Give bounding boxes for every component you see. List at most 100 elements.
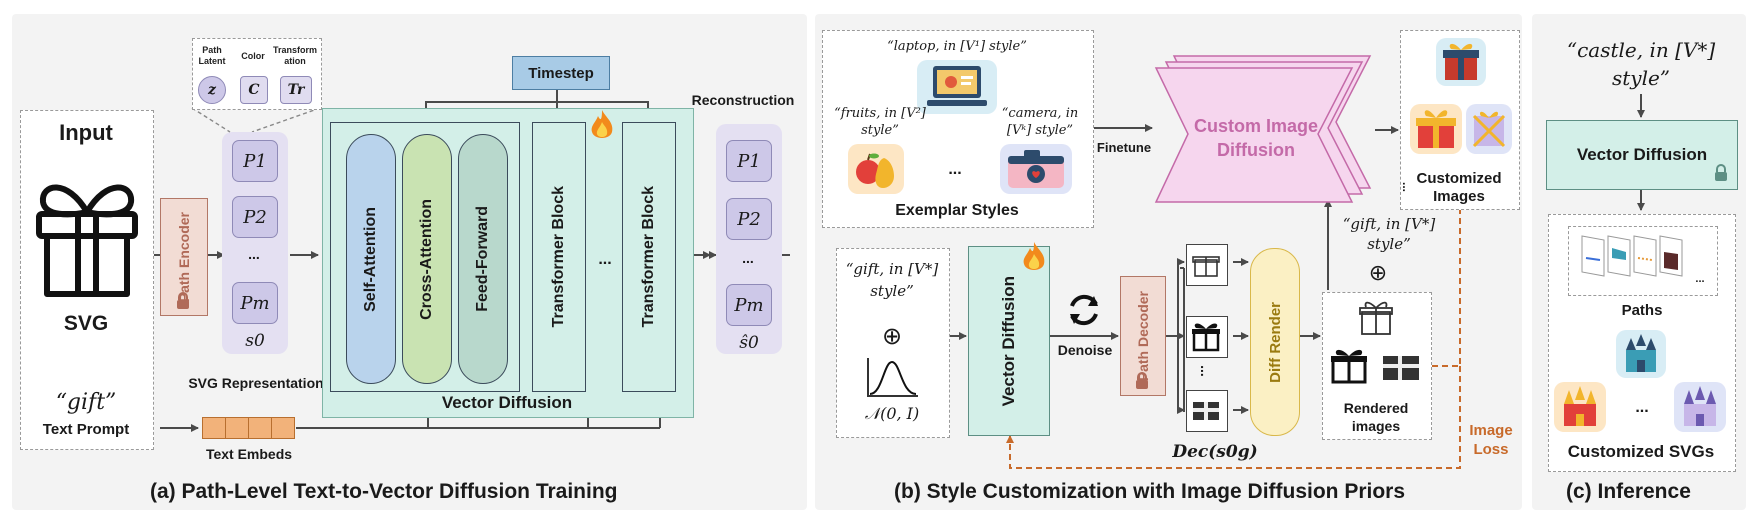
castle-icon xyxy=(1684,386,1716,426)
paths-ellipsis: ... xyxy=(1695,273,1705,285)
vector-diffusion-b: Vector Diffusion xyxy=(968,246,1050,436)
attr-c-symbol: C xyxy=(240,76,268,104)
path-decoder: Path Decoder xyxy=(1120,276,1166,396)
denoise-label: Denoise xyxy=(1057,342,1113,358)
fruits-icon xyxy=(856,153,894,188)
rendered-label: Rendered images xyxy=(1343,400,1409,434)
token-pm: Pm xyxy=(232,282,278,324)
cross-attention-label: Cross-Attention xyxy=(418,198,435,320)
decoded-gift-1 xyxy=(1186,244,1228,286)
fire-icon xyxy=(591,110,613,138)
transformer-block-2-label: Transformer Block xyxy=(640,186,657,328)
castle-icon xyxy=(1626,334,1656,372)
castles-ellipsis: ... xyxy=(1635,399,1649,416)
transformer-ellipsis: ... xyxy=(598,251,612,268)
gift-icon xyxy=(1416,110,1456,148)
paths-icon xyxy=(1581,235,1683,277)
dec-label: Dec(s0g) xyxy=(1172,442,1258,462)
refresh-icon xyxy=(1070,294,1098,326)
token-ellipsis: ... xyxy=(248,246,260,262)
path-decoder-label: Path Decoder xyxy=(1135,290,1151,382)
attr-path-latent-label: Path Latent xyxy=(198,45,226,66)
self-attention-block: Self-Attention xyxy=(346,134,396,384)
gift-icon xyxy=(36,184,138,297)
transformer-block-1-label: Transformer Block xyxy=(550,186,567,328)
recon-ellipsis: ... xyxy=(742,250,754,266)
text-embeds-label: Text Embeds xyxy=(205,446,293,462)
text-embed-2 xyxy=(225,417,249,439)
decoded-ellipsis: ... xyxy=(1198,365,1214,377)
s0-hat-label: ŝ0 xyxy=(739,333,759,353)
customized-images-label: Customized Images xyxy=(1416,170,1502,205)
vector-diffusion-c: Vector Diffusion xyxy=(1546,120,1738,190)
svg-representation-label: SVG Representation xyxy=(188,375,324,391)
exemplar-label: Exemplar Styles xyxy=(895,202,1019,219)
text-embed-3 xyxy=(248,417,272,439)
gaussian-icon xyxy=(867,358,918,397)
gift-icon xyxy=(1383,356,1419,380)
gift-icon xyxy=(1193,402,1219,420)
castle-prompt: “castle, in [V*] style” xyxy=(1566,38,1716,90)
lock-icon xyxy=(1715,164,1727,181)
diff-render: Diff Render xyxy=(1250,248,1300,436)
attr-tr-symbol: Tr xyxy=(280,76,312,104)
exemplar-ellipsis: ... xyxy=(948,161,962,178)
text-prompt-label: Text Prompt xyxy=(42,420,130,438)
exemplar-quote-laptop: “laptop, in [V¹] style” xyxy=(887,38,1027,54)
gift-icon xyxy=(1192,323,1220,352)
gift-icon xyxy=(1192,256,1220,277)
panel-b-caption: (b) Style Customization with Image Diffu… xyxy=(894,480,1406,503)
s0-label: s0 xyxy=(245,331,265,351)
reconstruction-label: Reconstruction xyxy=(691,92,795,108)
input-box xyxy=(20,110,154,450)
cross-attention-block: Cross-Attention xyxy=(402,134,452,384)
gift-icon xyxy=(1359,301,1393,335)
custom-diffusion-shape xyxy=(1154,55,1372,203)
input-label: Input xyxy=(59,120,113,145)
token-p2: P2 xyxy=(232,196,278,238)
custom-diffusion-label: Custom Image Diffusion xyxy=(1193,116,1319,160)
attr-z-symbol: z xyxy=(198,76,226,104)
vector-diffusion-c-label: Vector Diffusion xyxy=(1576,145,1708,164)
feed-forward-label: Feed-Forward xyxy=(474,206,491,312)
timestep-box: Timestep xyxy=(512,56,610,90)
recon-token-p1: P1 xyxy=(726,140,772,182)
path-encoder-label: Path Encoder xyxy=(176,211,192,303)
gift-prompt: “gift, in [V*] style” xyxy=(845,260,939,300)
feed-forward-block: Feed-Forward xyxy=(458,134,508,384)
attr-color-label: Color xyxy=(241,51,265,61)
gift-icon xyxy=(1472,111,1506,148)
recon-token-p2: P2 xyxy=(726,198,772,240)
customized-svgs-label: Customized SVGs xyxy=(1567,442,1715,461)
attr-transformation-label: Transformation xyxy=(272,45,317,66)
exemplar-quote-fruits: “fruits, in [V²] style” xyxy=(834,106,926,138)
vector-diffusion-label: Vector Diffusion xyxy=(441,393,573,412)
customized-ellipsis: ... xyxy=(1400,181,1414,192)
normal-label: 𝒩(0, I) xyxy=(864,404,920,423)
laptop-icon xyxy=(927,66,987,106)
transformer-block-2: Transformer Block xyxy=(622,122,676,392)
plus-symbol-right: ⊕ xyxy=(1368,260,1388,285)
panel-c-caption: (c) Inference xyxy=(1566,480,1691,503)
noise-input-box xyxy=(836,248,950,438)
text-prompt-quote: “gift” xyxy=(55,389,117,415)
gift-icon xyxy=(1331,349,1367,384)
text-embed-4 xyxy=(271,417,295,439)
exemplar-quote-camera: “camera, in [Vᵏ] style” xyxy=(1001,106,1079,138)
text-embed-1 xyxy=(202,417,226,439)
paths-label: Paths xyxy=(1621,301,1663,319)
path-encoder: Path Encoder xyxy=(160,198,208,316)
recon-token-pm: Pm xyxy=(726,284,772,326)
fire-icon xyxy=(1023,242,1045,270)
diff-render-label: Diff Render xyxy=(1266,301,1284,383)
plus-symbol: ⊕ xyxy=(881,322,903,350)
transformer-block-1: Transformer Block xyxy=(532,122,586,392)
vector-diffusion-b-label: Vector Diffusion xyxy=(999,275,1018,407)
svg-label: SVG xyxy=(63,312,109,335)
gift-prompt-right: “gift, in [V*] style” xyxy=(1342,215,1436,253)
image-loss-label: Image Loss xyxy=(1469,422,1513,458)
castle-icon xyxy=(1564,386,1596,426)
attention-group xyxy=(330,122,520,392)
camera-icon xyxy=(1008,150,1064,188)
